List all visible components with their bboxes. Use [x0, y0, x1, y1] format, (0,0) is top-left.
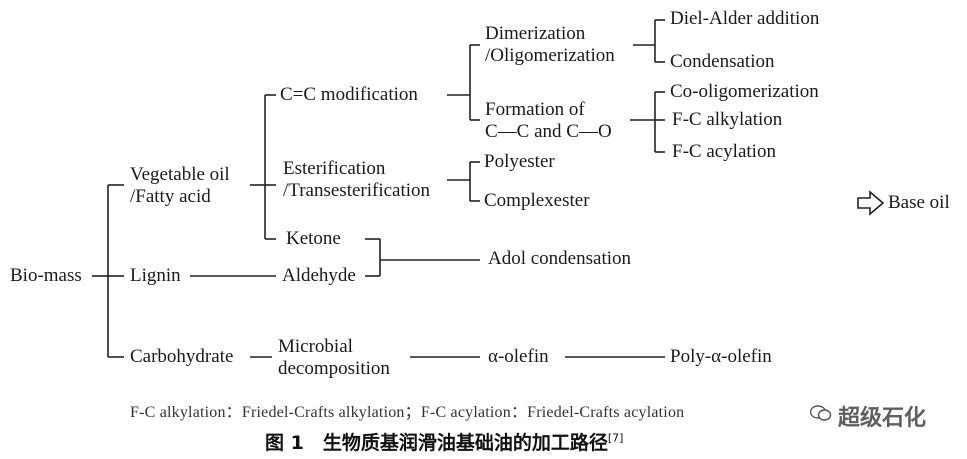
node-poly-alpha-olefin: Poly-α-olefin [670, 346, 772, 367]
node-vegetable-oil-line2: /Fatty acid [130, 186, 211, 207]
node-formation-line2: C—C and C—O [485, 121, 612, 142]
node-esterification: Esterification /Transesterification [283, 158, 430, 202]
node-fc-acylation: F-C acylation [672, 141, 776, 162]
node-complexester: Complexester [484, 190, 590, 211]
node-esterification-line1: Esterification [283, 158, 386, 179]
wechat-icon [810, 405, 832, 421]
node-cc-modification: C=C modification [280, 84, 418, 105]
node-aldehyde: Aldehyde [282, 265, 356, 286]
watermark: 超级石化 [838, 406, 927, 431]
node-microbial-decomposition: Microbial decomposition [278, 336, 390, 380]
node-microbial-line1: Microbial [278, 336, 353, 357]
node-carbohydrate: Carbohydrate [130, 346, 234, 367]
node-microbial-line2: decomposition [278, 358, 390, 379]
node-esterification-line2: /Transesterification [283, 180, 431, 201]
node-formation-line1: Formation of [485, 99, 585, 120]
node-base-oil: Base oil [888, 192, 950, 213]
figure-title-text: 图 1 生物质基润滑油基础油的加工路径 [265, 432, 608, 454]
node-dimerization-line2: /Oligomerization [485, 45, 615, 66]
node-polyester: Polyester [484, 151, 555, 172]
node-vegetable-oil-line1: Vegetable oil [130, 164, 230, 185]
node-alpha-olefin: α-olefin [488, 346, 549, 367]
node-condensation: Condensation [670, 51, 775, 72]
node-vegetable-oil: Vegetable oil /Fatty acid [130, 164, 230, 208]
node-fc-alkylation: F-C alkylation [672, 109, 783, 130]
node-co-oligomerization: Co-oligomerization [670, 81, 819, 102]
figure-reference: [7] [607, 431, 624, 445]
node-ketone: Ketone [286, 228, 341, 249]
node-adol-condensation: Adol condensation [488, 248, 632, 269]
node-dimerization: Dimerization /Oligomerization [485, 23, 615, 67]
node-formation: Formation of C—C and C—O [485, 99, 612, 143]
node-biomass: Bio-mass [10, 265, 82, 286]
figure-caption: F-C alkylation：Friedel-Crafts alkylation… [130, 404, 685, 421]
node-diels-alder: Diel-Alder addition [670, 8, 820, 29]
node-lignin: Lignin [130, 265, 181, 286]
arrow-icon [857, 190, 885, 216]
node-dimerization-line1: Dimerization [485, 23, 586, 44]
figure-title: 图 1 生物质基润滑油基础油的加工路径[7] [265, 428, 623, 455]
